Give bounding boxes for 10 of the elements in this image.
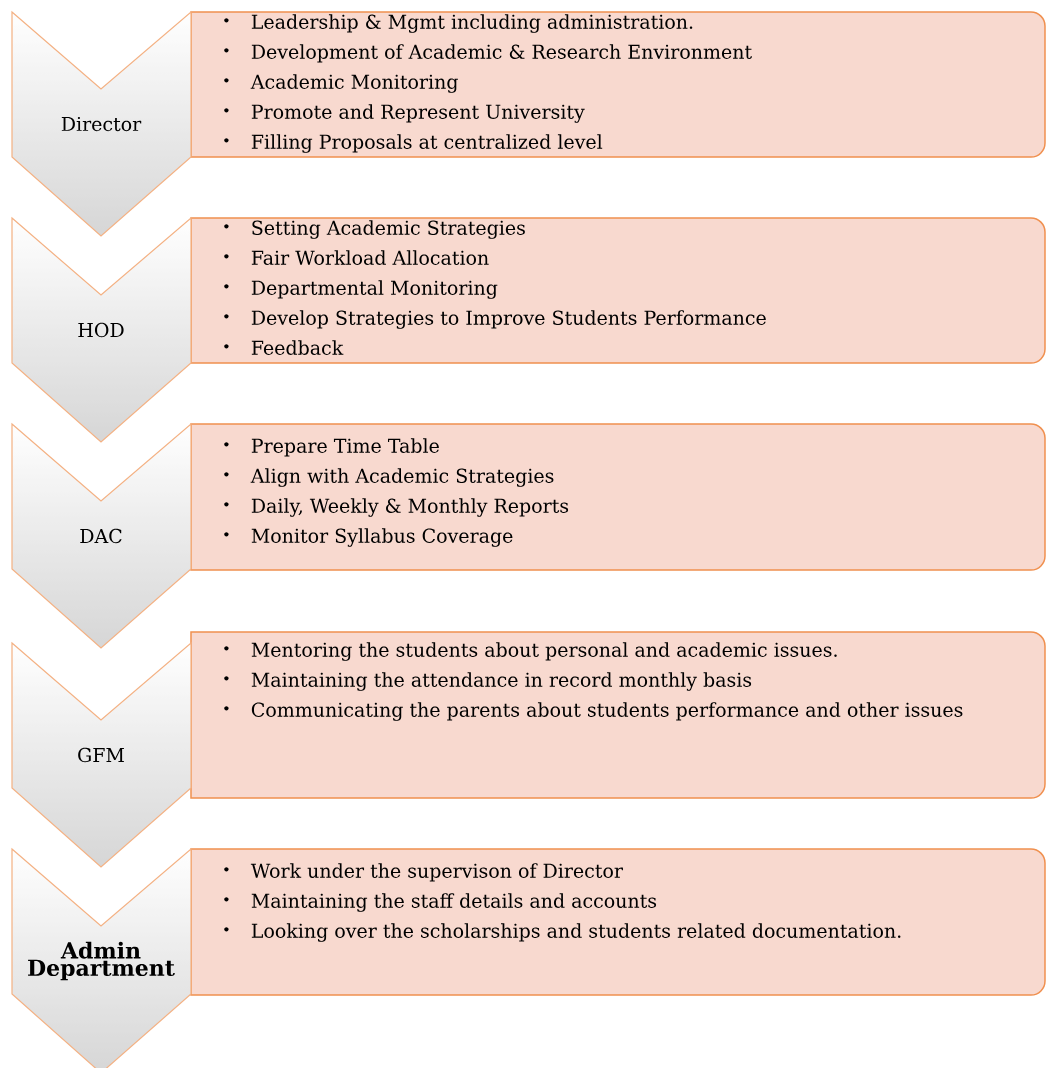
task-box: Mentoring the students about personal and academic issues. Maintaining the attendance in record monthly basis Communicating the parents about students performance and other issues [190,631,1046,799]
chevron-box: DAC [11,422,192,649]
task-box: Work under the supervison of Director Maintaining the staff details and accounts Looking over the scholarships and students related documentation. [190,848,1046,996]
chevron-box: Admin Department [11,847,192,1068]
task-box: Prepare Time Table Align with Academic Strategies Daily, Weekly & Monthly Reports Monitor Syllabus Coverage [190,423,1046,571]
task-box: Setting Academic Strategies Fair Workload Allocation Departmental Monitoring Develop Strategies to Improve Students Performance Feedback [190,217,1046,364]
chevron-box: HOD [11,216,192,443]
task-box: Leadership & Mgmt including administration. Development of Academic & Research Environment Academic Monitoring Promote and Represent University Filling Proposals at centralized level [190,11,1046,158]
chevron-box: GFM [11,641,192,868]
chevron-box: Director [11,10,192,237]
